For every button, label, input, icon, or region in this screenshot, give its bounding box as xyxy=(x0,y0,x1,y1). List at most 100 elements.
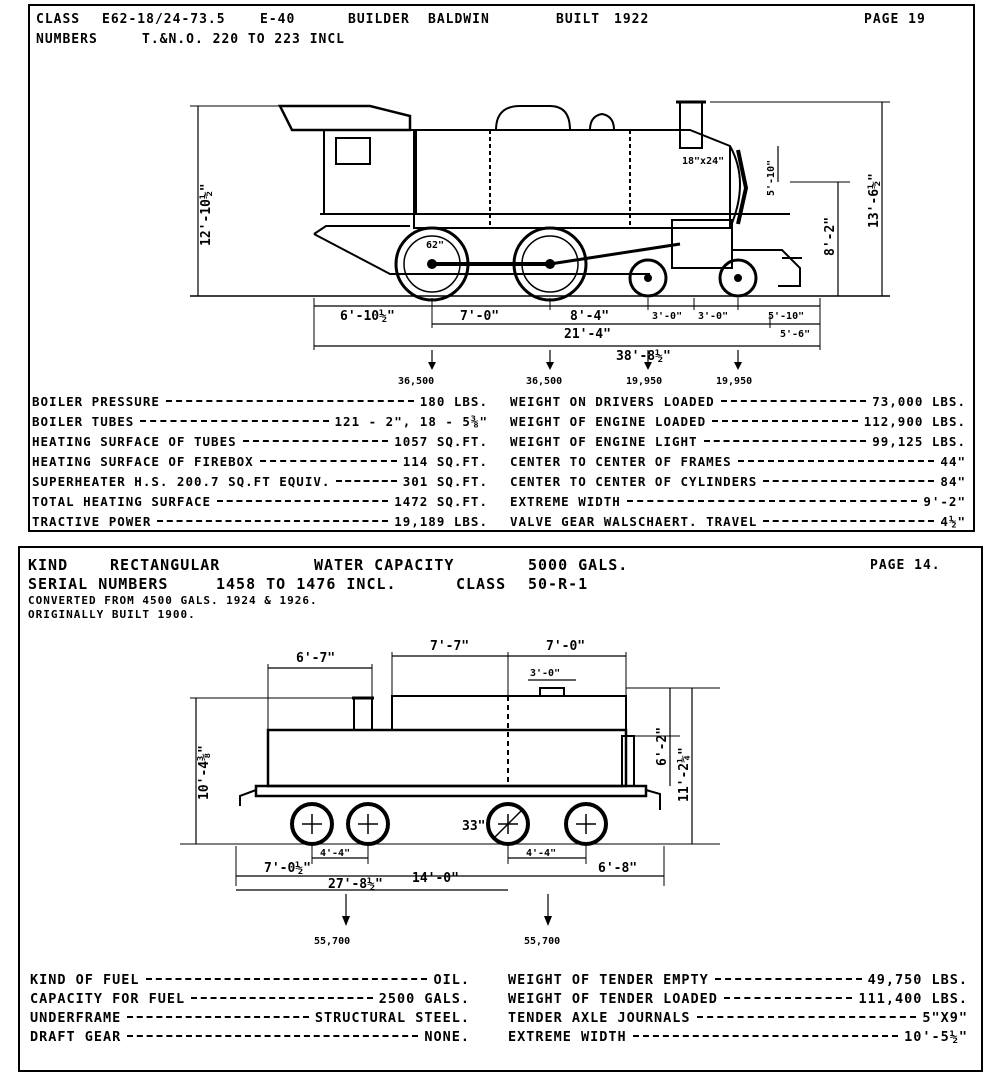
loco-spec-right-value: 112,900 LBS. xyxy=(863,414,966,429)
loco-type: E-40 xyxy=(260,12,296,27)
loco-page-number: PAGE 19 xyxy=(864,12,926,27)
tender-side-elevation: 6'-7" 7'-7" 7'-0" 3'-0" 10'-4⅜" 6'-2" 11… xyxy=(180,639,720,947)
tender-spec-right-row: TENDER AXLE JOURNALS 5"x9" xyxy=(508,1010,968,1026)
tender-kind-value: RECTANGULAR xyxy=(110,556,221,574)
dim-coal-length: 6'-7" xyxy=(296,651,335,666)
loco-spec-left-label: TRACTIVE POWER xyxy=(32,514,152,529)
loco-spec-left-leader xyxy=(242,440,389,442)
dim-truck-2: 4'-4" xyxy=(526,848,556,859)
tender-spec-left-label: DRAFT GEAR xyxy=(30,1029,122,1045)
loco-spec-right-value: 4½" xyxy=(940,514,966,529)
tender-spec-left-value: NONE. xyxy=(424,1029,470,1045)
tender-spec-right-value: 111,400 LBS. xyxy=(858,991,968,1007)
dim-hatch: 3'-0" xyxy=(530,668,560,679)
loco-spec-left-leader xyxy=(140,420,329,422)
tender-note-converted: CONVERTED FROM 4500 GALS. 1924 & 1926. xyxy=(28,594,318,607)
loco-spec-right-row: WEIGHT OF ENGINE LOADED 112,900 LBS. xyxy=(510,414,966,429)
dim-driver-diameter: 62" xyxy=(426,240,444,251)
tender-spec-right-value: 5"x9" xyxy=(922,1010,968,1026)
loco-spec-left-value: 1057 SQ.FT. xyxy=(394,434,488,449)
tender-spec-right-leader xyxy=(632,1035,899,1037)
loco-spec-left-leader xyxy=(165,400,414,402)
loco-spec-right-value: 84" xyxy=(940,474,966,489)
dim-wheel-diameter: 33" xyxy=(462,819,485,834)
loco-spec-right-leader xyxy=(712,420,858,422)
tender-spec-right-leader xyxy=(696,1016,917,1018)
dim-total-height: 10'-4⅜" xyxy=(197,745,212,800)
tender-class-value: 50-R-1 xyxy=(528,575,589,593)
dim-cab-height: 12'-10½" xyxy=(199,183,214,246)
dim-truck-centers: 14'-0" xyxy=(412,871,459,886)
loco-spec-left-leader xyxy=(157,520,389,522)
tender-spec-left-leader xyxy=(127,1035,419,1037)
dim-truck-1: 4'-4" xyxy=(320,848,350,859)
loco-spec-right-leader xyxy=(737,460,935,462)
loco-spec-right-value: 9'-2" xyxy=(923,494,966,509)
loco-spec-right-value: 44" xyxy=(940,454,966,469)
tender-spec-left-row: DRAFT GEAR NONE. xyxy=(30,1029,470,1045)
tender-serial-value: 1458 TO 1476 INCL. xyxy=(216,575,397,593)
dim-tank-height: 6'-2" xyxy=(655,727,670,766)
loco-spec-right-value: 99,125 LBS. xyxy=(872,434,966,449)
dim-segment-2: 7'-0" xyxy=(460,309,499,324)
loco-builder-label: BUILDER xyxy=(348,12,410,27)
dim-segment-4: 3'-0" xyxy=(652,311,682,322)
loco-spec-left-value: 121 - 2", 18 - 5⅜" xyxy=(334,414,488,429)
dim-tank-length: 7'-7" xyxy=(430,639,469,654)
loco-spec-left-label: BOILER PRESSURE xyxy=(32,394,160,409)
loco-spec-left-leader xyxy=(259,460,397,462)
dim-overall-tender: 27'-8½" xyxy=(328,877,383,892)
tender-spec-right-label: EXTREME WIDTH xyxy=(508,1029,627,1045)
loco-spec-left-label: HEATING SURFACE OF TUBES xyxy=(32,434,237,449)
loco-spec-left-row: SUPERHEATER H.S. 200.7 SQ.FT EQUIV.301 S… xyxy=(32,474,488,489)
loco-spec-left-value: 301 SQ.FT. xyxy=(402,474,488,489)
tender-axle-load-1: 55,700 xyxy=(314,936,350,947)
locomotive-diagram-panel: CLASS E62-18/24-73.5 E-40 BUILDER BALDWI… xyxy=(28,4,975,532)
tender-spec-right-label: TENDER AXLE JOURNALS xyxy=(508,1010,691,1026)
tender-spec-left-value: STRUCTURAL STEEL. xyxy=(314,1010,470,1026)
dim-rear-overhang: 6'-8" xyxy=(598,861,637,876)
dim-overall-length: 38'-8½" xyxy=(616,349,671,364)
loco-spec-left-leader xyxy=(336,480,397,482)
dim-segment-3: 8'-4" xyxy=(570,309,609,324)
tender-spec-left-leader xyxy=(191,997,373,999)
loco-spec-left-label: TOTAL HEATING SURFACE xyxy=(32,494,212,509)
tender-kind-label: KIND xyxy=(28,556,69,574)
dim-wheelbase: 21'-4" xyxy=(564,327,611,342)
tender-spec-right-leader xyxy=(714,978,862,980)
loco-spec-right-label: CENTER TO CENTER OF CYLINDERS xyxy=(510,474,758,489)
dim-stack-height: 13'-6½" xyxy=(867,173,882,228)
loco-spec-right-label: WEIGHT OF ENGINE LOADED xyxy=(510,414,707,429)
dim-cylinder: 18"x24" xyxy=(682,156,724,167)
loco-spec-left-label: HEATING SURFACE OF FIREBOX xyxy=(32,454,254,469)
loco-numbers-value: T.&N.O. 220 TO 223 INCL xyxy=(142,32,346,47)
loco-spec-left-leader xyxy=(217,500,389,502)
loco-numbers-label: NUMBERS xyxy=(36,32,98,47)
tender-spec-left-leader xyxy=(127,1016,309,1018)
loco-class-label: CLASS xyxy=(36,12,81,27)
tender-spec-left-value: OIL. xyxy=(433,972,470,988)
tender-spec-left-label: CAPACITY FOR FUEL xyxy=(30,991,186,1007)
loco-spec-right-label: WEIGHT ON DRIVERS LOADED xyxy=(510,394,715,409)
locomotive-side-elevation: 12'-10½" 13'-6½" 8'-2" 5'-10" 62" 18"x24… xyxy=(190,100,890,387)
axle-load-1: 36,500 xyxy=(398,376,434,387)
loco-built-value: 1922 xyxy=(614,12,650,27)
loco-spec-right-label: EXTREME WIDTH xyxy=(510,494,621,509)
dim-rear-height: 11'-2¼" xyxy=(677,747,692,802)
loco-spec-left-value: 1472 SQ.FT. xyxy=(394,494,488,509)
tender-diagram-panel: KIND RECTANGULAR WATER CAPACITY 5000 GAL… xyxy=(18,546,983,1072)
dim-smokebox: 5'-10" xyxy=(766,160,777,196)
dim-segment-1: 6'-10½" xyxy=(340,309,395,324)
tender-class-label: CLASS xyxy=(456,575,507,593)
loco-spec-right-label: CENTER TO CENTER OF FRAMES xyxy=(510,454,732,469)
